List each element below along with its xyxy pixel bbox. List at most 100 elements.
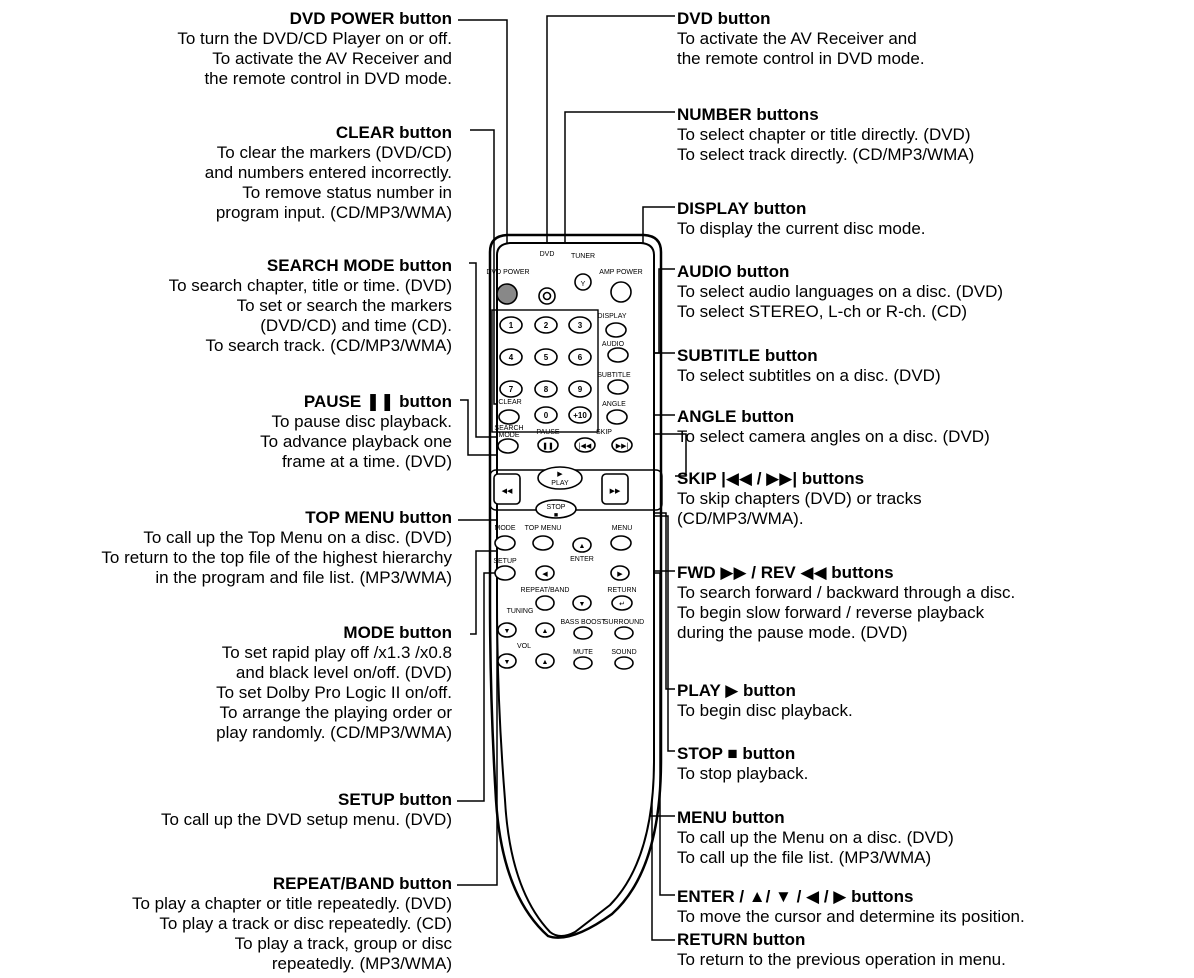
label-title: MODE button xyxy=(343,623,452,642)
label-title: SUBTITLE button xyxy=(677,346,818,365)
number-button-shape xyxy=(499,316,523,334)
left-button xyxy=(535,565,555,581)
label-title: ANGLE button xyxy=(677,407,795,426)
subtitle-button xyxy=(607,379,629,395)
search-mode-button xyxy=(497,438,519,454)
number-button-label: 9 xyxy=(578,385,583,394)
number-button-label: 5 xyxy=(544,353,549,362)
label-desc: To select camera angles on a disc. (DVD) xyxy=(677,427,990,446)
angle-button xyxy=(606,409,628,425)
label-desc: To select chapter or title directly. (DV… xyxy=(677,125,975,164)
number-button: 5 xyxy=(534,348,558,366)
fwd-button xyxy=(601,473,629,505)
tuning-down-button xyxy=(497,622,517,638)
surround-button xyxy=(614,626,634,640)
label-desc: To set rapid play off /x1.3 /x0.8 and bl… xyxy=(216,643,452,742)
label-title: AUDIO button xyxy=(677,262,790,281)
amp-power-button xyxy=(610,281,632,303)
label-setup: SETUP button To call up the DVD setup me… xyxy=(161,790,452,830)
number-button-label: 6 xyxy=(578,353,583,362)
label-title: SEARCH MODE button xyxy=(266,256,452,275)
sound-label: SOUND xyxy=(611,649,636,656)
number-button-shape xyxy=(568,406,592,424)
bass-boost-label: BASS BOOST xyxy=(560,619,606,626)
skip-back-icon: |◀◀ xyxy=(579,443,592,450)
vol-down-icon: ▼ xyxy=(504,659,511,666)
bass-boost-button xyxy=(573,626,593,640)
label-title: FWD ▶▶ / REV ◀◀ buttons xyxy=(677,563,894,582)
label-desc: To activate the AV Receiver and the remo… xyxy=(677,29,925,68)
stop-icon: ■ xyxy=(554,512,558,519)
label-repeat-band: REPEAT/BAND button To play a chapter or … xyxy=(132,874,452,974)
dvd-label: DVD xyxy=(540,251,555,258)
label-title: SETUP button xyxy=(338,790,452,809)
skip-back-button xyxy=(574,437,596,453)
dvd-button-icon xyxy=(542,291,552,301)
label-dvd-power: DVD POWER button To turn the DVD/CD Play… xyxy=(177,9,452,89)
audio-label: AUDIO xyxy=(602,341,625,348)
label-dvd: DVD button To activate the AV Receiver a… xyxy=(677,9,925,69)
tuner-label: TUNER xyxy=(571,253,595,260)
vol-up-icon: ▲ xyxy=(542,659,549,666)
number-button-shape xyxy=(534,380,558,398)
callout-line xyxy=(546,15,675,287)
tuning-up-icon: ▲ xyxy=(542,628,549,635)
number-button: 8 xyxy=(534,380,558,398)
label-title: RETURN button xyxy=(677,930,806,949)
number-button-shape xyxy=(499,380,523,398)
tuning-up-button xyxy=(535,622,555,638)
up-button xyxy=(572,537,592,553)
tuner-icon: Y xyxy=(581,281,586,288)
remote-body-shell xyxy=(488,233,663,939)
repeat-band-button xyxy=(535,595,555,611)
label-stop: STOP ■ button To stop playback. xyxy=(677,744,808,784)
number-button-label: 0 xyxy=(544,411,549,420)
label-title: CLEAR button xyxy=(335,123,452,142)
label-desc: To pause disc playback. To advance playb… xyxy=(260,412,452,471)
label-desc: To select audio languages on a disc. (DV… xyxy=(677,282,1004,321)
down-button xyxy=(572,595,592,611)
label-desc: To search chapter, title or time. (DVD) … xyxy=(168,276,452,355)
setup-button xyxy=(494,565,516,581)
label-desc: To search forward / backward through a d… xyxy=(677,583,1016,642)
label-title: PAUSE ❚❚ button xyxy=(303,392,452,411)
search-mode-label-2: MODE xyxy=(499,432,520,439)
label-fwd-rev: FWD ▶▶ / REV ◀◀ buttons To search forwar… xyxy=(677,563,1015,643)
label-clear: CLEAR button To clear the markers (DVD/C… xyxy=(205,123,452,223)
vol-down-button xyxy=(497,653,517,669)
label-search-mode: SEARCH MODE button To search chapter, ti… xyxy=(169,256,452,356)
right-icon: ▶ xyxy=(617,571,623,578)
up-icon: ▲ xyxy=(579,543,586,550)
dvd-power-button xyxy=(496,283,518,305)
rev-icon: ◀◀ xyxy=(502,488,513,495)
number-button-shape xyxy=(534,316,558,334)
amp-power-label: AMP POWER xyxy=(599,269,642,276)
return-label: RETURN xyxy=(607,587,636,594)
return-icon: ↵ xyxy=(619,601,625,608)
label-title: DISPLAY button xyxy=(677,199,807,218)
number-button-shape xyxy=(568,380,592,398)
clear-label: CLEAR xyxy=(498,399,521,406)
label-desc: To call up the Top Menu on a disc. (DVD)… xyxy=(101,528,452,587)
label-top-menu: TOP MENU button To call up the Top Menu … xyxy=(101,508,452,588)
sound-button xyxy=(614,656,634,670)
label-enter: ENTER / ▲/ ▼ / ◀ / ▶ buttons To move the… xyxy=(677,887,1025,927)
skip-fwd-icon: ▶▶| xyxy=(616,443,629,450)
stop-label: STOP xyxy=(547,504,566,511)
tuning-down-icon: ▼ xyxy=(504,628,511,635)
label-play: PLAY ▶ button To begin disc playback. xyxy=(677,681,853,721)
angle-label: ANGLE xyxy=(602,401,626,408)
search-mode-label-1: SEARCH xyxy=(494,425,523,432)
number-button: 4 xyxy=(499,348,523,366)
label-title: PLAY ▶ button xyxy=(677,681,796,700)
enter-label: ENTER xyxy=(570,556,594,563)
label-display: DISPLAY button To display the current di… xyxy=(677,199,926,239)
rev-button xyxy=(493,473,521,505)
top-menu-button xyxy=(532,535,554,551)
menu-label: MENU xyxy=(612,525,633,532)
fwd-icon: ▶▶ xyxy=(610,488,621,495)
number-button-shape xyxy=(534,348,558,366)
down-icon: ▼ xyxy=(579,601,586,608)
dvd-power-label: DVD POWER xyxy=(486,269,529,276)
number-button: 7 xyxy=(499,380,523,398)
